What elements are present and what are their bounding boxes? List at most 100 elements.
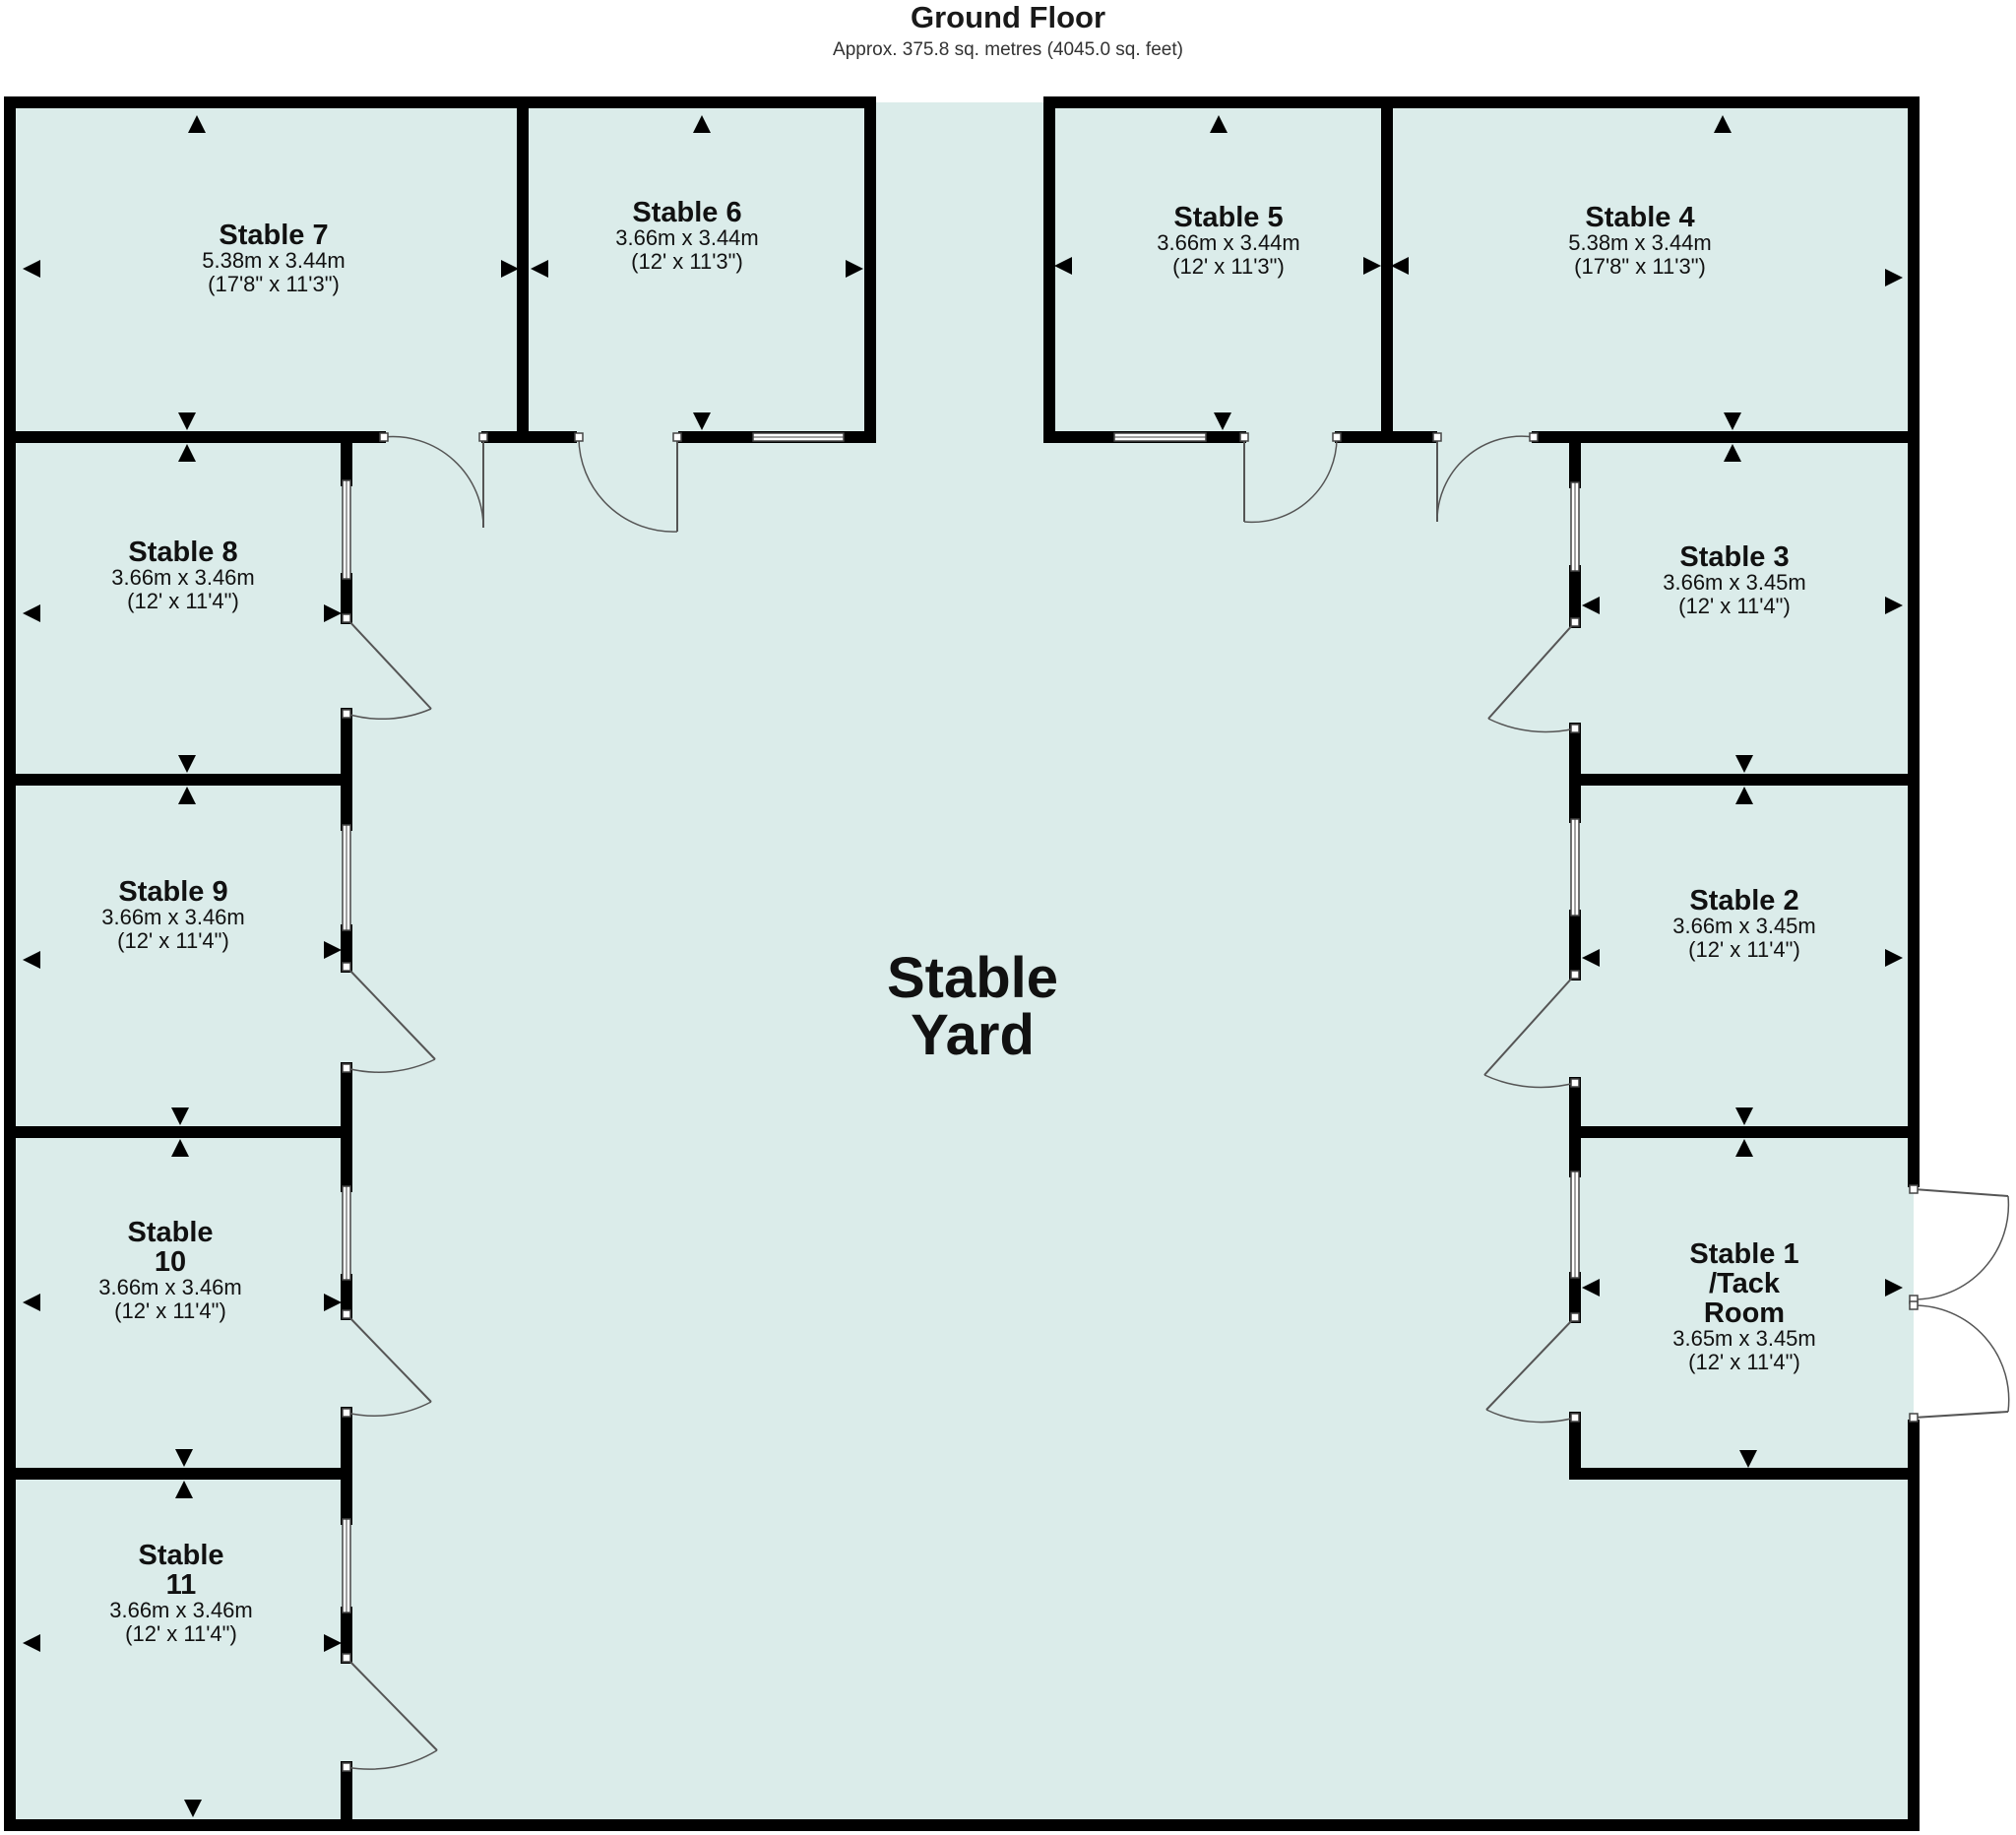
- room-name-stable-3: Stable 3: [1679, 541, 1789, 573]
- room-metric-stable-1: 3.65m x 3.45m: [1672, 1326, 1816, 1351]
- dimension-arrow-20: [1582, 597, 1600, 614]
- room-name-stable-9: Stable 9: [118, 876, 227, 908]
- dimension-arrow-28: [1582, 949, 1600, 967]
- dimension-arrow-9: [1724, 444, 1741, 462]
- door-stable-3-leaf: [1487, 621, 1576, 720]
- door-stable-7-swing: [383, 435, 484, 529]
- door-stable-7-jamb: [379, 432, 389, 442]
- room-imperial-stable-10: (12' x 11'4"): [114, 1298, 226, 1323]
- door-stable-6-hinge: [672, 432, 682, 442]
- room-name-stable-2: Stable 2: [1689, 885, 1798, 917]
- room-metric-stable-3: 3.66m x 3.45m: [1663, 570, 1806, 595]
- room-name-stable-4: Stable 4: [1585, 202, 1694, 233]
- door-stable-5-swing: [1243, 436, 1338, 524]
- dimension-arrow-3: [1714, 115, 1732, 133]
- door-stable-2-leaf: [1483, 974, 1576, 1076]
- room-label-stable-2: Stable 23.66m x 3.45m(12' x 11'4"): [1672, 885, 1816, 962]
- room-name-stable-10: 10: [155, 1246, 186, 1278]
- room-imperial-stable-8: (12' x 11'4"): [127, 589, 239, 613]
- room-imperial-stable-6: (12' x 11'3"): [631, 249, 743, 274]
- door-stable-1-leaf: [1485, 1316, 1576, 1411]
- floor-area-subtitle: Approx. 375.8 sq. metres (4045.0 sq. fee…: [833, 39, 1183, 60]
- dimension-arrow-21: [1885, 597, 1903, 614]
- dimension-arrow-14: [1054, 257, 1072, 275]
- dimension-arrow-39: [175, 1481, 193, 1498]
- door-stable-11-swing: [346, 1749, 438, 1770]
- door-stable-3-jamb: [1570, 724, 1580, 733]
- yard-name-line: Stable: [887, 946, 1058, 1010]
- door-stable-6-jamb: [574, 432, 584, 442]
- room-name-stable-7: Stable 7: [219, 220, 328, 251]
- room-label-stable-4: Stable 45.38m x 3.44m(17'8" x 11'3"): [1568, 202, 1712, 279]
- door-stable-8-leaf: [346, 617, 432, 710]
- dimension-marker-layer: [23, 115, 1903, 1817]
- dimension-arrow-31: [171, 1139, 189, 1157]
- room-name-stable-6: Stable 6: [632, 197, 741, 228]
- dimension-arrow-7: [1214, 412, 1231, 430]
- room-imperial-stable-2: (12' x 11'4"): [1688, 937, 1800, 962]
- door-stable-8-jamb: [342, 709, 351, 719]
- room-metric-stable-4: 5.38m x 3.44m: [1568, 230, 1712, 255]
- room-name-stable-1: Stable 1: [1689, 1238, 1798, 1270]
- room-metric-stable-5: 3.66m x 3.44m: [1157, 230, 1300, 255]
- room-name-stable-8: Stable 8: [128, 537, 237, 568]
- dimension-arrow-36: [1582, 1279, 1600, 1297]
- room-metric-stable-11: 3.66m x 3.46m: [109, 1598, 253, 1622]
- room-name-stable-11: Stable: [138, 1540, 223, 1571]
- door-stable-11-jamb: [342, 1762, 351, 1772]
- dimension-arrow-37: [1885, 1279, 1903, 1297]
- dimension-arrow-26: [23, 951, 40, 969]
- dimension-arrow-17: [1885, 269, 1903, 286]
- door-tack-room-outer-a-swing: [1913, 1195, 2010, 1300]
- door-stable-9-hinge: [342, 962, 351, 972]
- dimension-arrow-13: [846, 260, 863, 278]
- room-metric-stable-2: 3.66m x 3.45m: [1672, 914, 1816, 938]
- dimension-arrow-42: [324, 1634, 342, 1652]
- yard-name-line: Yard: [911, 1003, 1035, 1067]
- room-metric-stable-9: 3.66m x 3.46m: [101, 905, 245, 929]
- door-stable-10-leaf: [346, 1313, 432, 1403]
- wall-layer: [4, 96, 1920, 1831]
- room-name-stable-10: Stable: [127, 1217, 213, 1248]
- door-tack-room-outer-b-swing: [1913, 1304, 2010, 1413]
- door-stable-1-hinge: [1570, 1312, 1580, 1322]
- dimension-arrow-15: [1363, 257, 1381, 275]
- room-name-stable-1: /Tack: [1709, 1268, 1781, 1299]
- door-stable-5-hinge: [1239, 432, 1249, 442]
- door-layer: [342, 432, 2010, 1772]
- label-layer: Stable 75.38m x 3.44m(17'8" x 11'3")Stab…: [98, 197, 1816, 1646]
- door-stable-5-jamb: [1332, 432, 1342, 442]
- room-name-stable-5: Stable 5: [1173, 202, 1283, 233]
- door-stable-8-swing: [346, 708, 432, 721]
- dimension-arrow-0: [188, 115, 206, 133]
- door-stable-11-hinge: [342, 1653, 351, 1663]
- room-label-stable-9: Stable 93.66m x 3.46m(12' x 11'4"): [101, 876, 245, 953]
- room-label-stable-7: Stable 75.38m x 3.44m(17'8" x 11'3"): [202, 220, 346, 296]
- dimension-arrow-16: [1391, 257, 1409, 275]
- dimension-arrow-22: [178, 755, 196, 773]
- dimension-arrow-10: [23, 260, 40, 278]
- door-tack-room-outer-a-hinge: [1909, 1184, 1919, 1194]
- dimension-arrow-24: [1735, 755, 1753, 773]
- dimension-arrow-33: [1735, 1139, 1753, 1157]
- room-metric-stable-7: 5.38m x 3.44m: [202, 248, 346, 273]
- door-tack-room-outer-b-leaf: [1913, 1411, 2009, 1419]
- door-stable-4-swing: [1436, 435, 1535, 523]
- door-stable-1-swing: [1485, 1409, 1576, 1424]
- dimension-arrow-6: [693, 412, 711, 430]
- window-layer: [342, 432, 1580, 1614]
- dimension-arrow-5: [178, 444, 196, 462]
- dimension-arrow-4: [178, 412, 196, 430]
- door-stable-2-jamb: [1570, 1078, 1580, 1088]
- dimension-arrow-19: [324, 604, 342, 622]
- room-label-stable-5: Stable 53.66m x 3.44m(12' x 11'3"): [1157, 202, 1300, 279]
- door-stable-3-swing: [1487, 718, 1576, 733]
- room-imperial-stable-4: (17'8" x 11'3"): [1574, 254, 1706, 279]
- room-metric-stable-6: 3.66m x 3.44m: [615, 225, 759, 250]
- dimension-arrow-1: [693, 115, 711, 133]
- door-stable-7-hinge: [478, 432, 488, 442]
- room-imperial-stable-1: (12' x 11'4"): [1688, 1350, 1800, 1374]
- room-name-stable-11: 11: [166, 1569, 197, 1601]
- door-stable-2-hinge: [1570, 970, 1580, 980]
